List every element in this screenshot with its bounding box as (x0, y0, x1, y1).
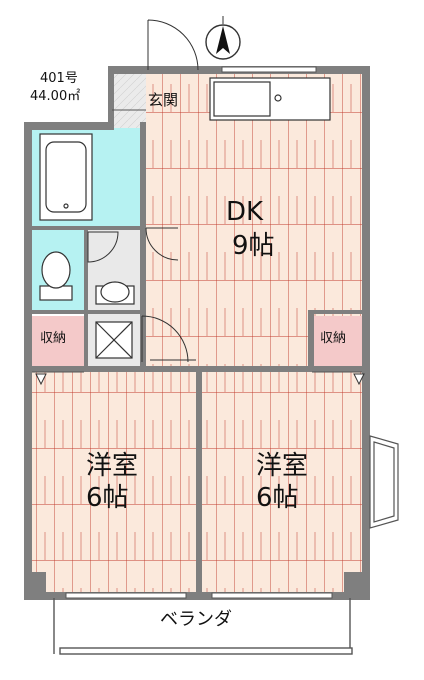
windows (65, 66, 333, 599)
washing-machine-pan (95, 321, 133, 359)
western-room-left-size: 6帖 (86, 483, 129, 513)
doors (87, 19, 199, 363)
western-room-left-label: 洋室 (86, 451, 139, 481)
storage-markers (35, 373, 365, 386)
unit-area: 44.00㎡ (30, 89, 81, 104)
storage-right-label: 収納 (320, 331, 347, 346)
kitchen-counter (209, 77, 331, 121)
toilet (39, 251, 73, 301)
balcony (53, 598, 353, 655)
bathtub (39, 133, 93, 221)
western-room-right-size: 6帖 (256, 483, 299, 513)
storage-left-area (30, 316, 86, 368)
western-room-left-floor (30, 372, 197, 598)
western-room-right-floor (200, 372, 364, 598)
storage-left-label: 収納 (40, 331, 67, 346)
dk-label: DK (226, 197, 264, 227)
entrance-label: 玄関 (148, 91, 179, 109)
balcony-label: ベランダ (160, 609, 232, 630)
north-arrow-icon (205, 16, 241, 60)
washbasin (95, 281, 135, 305)
bay-window (369, 435, 399, 529)
storage-right-area (312, 316, 362, 368)
dk-size: 9帖 (232, 231, 275, 261)
entrance-floor (112, 72, 146, 128)
western-room-right-label: 洋室 (256, 451, 309, 481)
unit-number: 401号 (40, 71, 78, 86)
